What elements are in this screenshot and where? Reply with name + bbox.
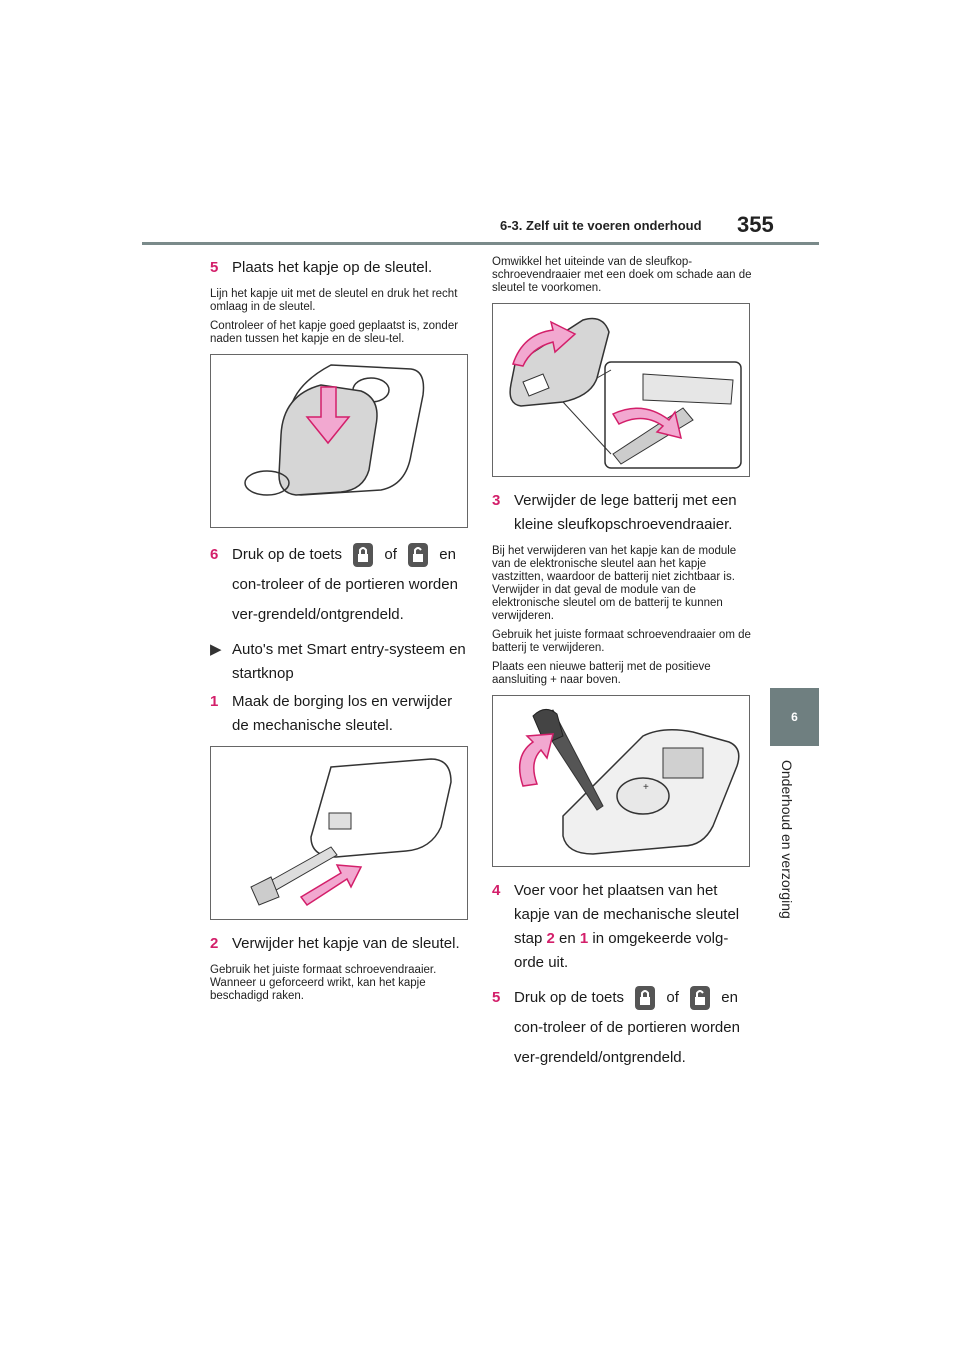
chapter-tab[interactable]: 6: [770, 688, 819, 746]
page-number: 355: [737, 212, 774, 237]
note: Gebruik het juiste formaat schroevendraa…: [492, 629, 751, 654]
step-5: 5 Plaats het kapje op de sleutel.: [210, 256, 472, 280]
figure-place-cover: [210, 354, 468, 528]
step-text: Plaats het kapje op de sleutel.: [232, 259, 433, 276]
step-text-or: of: [666, 989, 679, 1006]
lock-icon: [635, 986, 656, 1011]
pry-cover-illustration: [509, 317, 742, 469]
note: Bij het verwijderen van het kapje kan de…: [492, 545, 737, 622]
figure-remove-mechanical-key: [210, 746, 468, 920]
step-number: 3: [492, 492, 501, 509]
step-text-pre: Druk op de toets: [514, 989, 625, 1006]
step-text: Maak de borging los en verwijder de mech…: [232, 693, 453, 734]
chapter-label: Onderhoud en verzorging: [779, 760, 795, 919]
step-number: 2: [210, 935, 219, 952]
step-text-post: en con-troleer of de portieren worden ve…: [232, 546, 458, 623]
battery-removal-illustration: +: [518, 709, 740, 855]
step-1: 1 Maak de borging los en verwijder de me…: [210, 690, 472, 738]
step-text-pre: Druk op de toets: [232, 546, 343, 563]
right-column: Omwikkel het uiteinde van de sleufkop-sc…: [492, 256, 754, 1081]
note: Lijn het kapje uit met de sleutel en dru…: [210, 288, 458, 313]
step-text: Verwijder het kapje van de sleutel.: [232, 935, 460, 952]
step-number: 6: [210, 546, 219, 563]
figure-remove-battery: +: [492, 695, 750, 867]
mechanical-key-illustration: [250, 758, 452, 907]
unlock-icon: [408, 543, 429, 568]
step-text-post: en con-troleer of de portieren worden ve…: [514, 989, 740, 1066]
step-number: 1: [210, 693, 219, 710]
section-title: 6-3. Zelf uit te voeren onderhoud: [500, 218, 702, 233]
step-ref-1: 1: [579, 930, 589, 947]
note: Controleer of het kapje goed geplaatst i…: [210, 320, 459, 345]
step-text-and: en: [559, 930, 576, 947]
key-cover-illustration: [244, 364, 425, 496]
step-4: 4 Voer voor het plaatsen van het kapje v…: [492, 879, 754, 975]
step-text: Druk op de toets of en con-troleer of de…: [232, 540, 472, 630]
step-text-pre: Voer voor het plaatsen van het kapje van…: [514, 882, 740, 947]
note: Gebruik het juiste formaat schroevendraa…: [210, 964, 437, 1002]
left-column: 5 Plaats het kapje op de sleutel. Lijn h…: [210, 256, 472, 1009]
step-text: Druk op de toets of en con-troleer of de…: [514, 983, 754, 1073]
step-text-or: of: [384, 546, 397, 563]
lock-icon: [353, 543, 374, 568]
header-rule: [142, 242, 819, 245]
step-2: 2 Verwijder het kapje van de sleutel.: [210, 932, 472, 956]
bullet-text: Auto's met Smart entry-systeem en startk…: [232, 641, 466, 682]
triangle-bullet-icon: ▶: [210, 641, 222, 658]
chapter-number: 6: [791, 710, 798, 724]
step-number: 5: [492, 989, 501, 1006]
side-strip: [770, 268, 819, 678]
figure-pry-cover: [492, 303, 750, 477]
step-number: 5: [210, 259, 219, 276]
step-number: 4: [492, 882, 501, 899]
step-text-post: in omgekeerde volg-orde uit.: [514, 930, 729, 971]
plus-sign: +: [643, 782, 649, 793]
step-6: 6 Druk op de toets of en con-troleer of …: [210, 540, 472, 630]
step-3: 3 Verwijder de lege batterij met een kle…: [492, 489, 754, 537]
note: Plaats een nieuwe batterij met de positi…: [492, 661, 711, 686]
step-text: Voer voor het plaatsen van het kapje van…: [514, 879, 754, 975]
step-5-repeat: 5 Druk op de toets of en con-troleer of …: [492, 983, 754, 1073]
unlock-icon: [690, 986, 711, 1011]
step-ref-2: 2: [546, 930, 555, 947]
step-text: Verwijder de lege batterij met een klein…: [514, 492, 737, 533]
note: Omwikkel het uiteinde van de sleufkop-sc…: [492, 256, 752, 294]
bullet-item: ▶ Auto's met Smart entry-systeem en star…: [210, 638, 472, 686]
